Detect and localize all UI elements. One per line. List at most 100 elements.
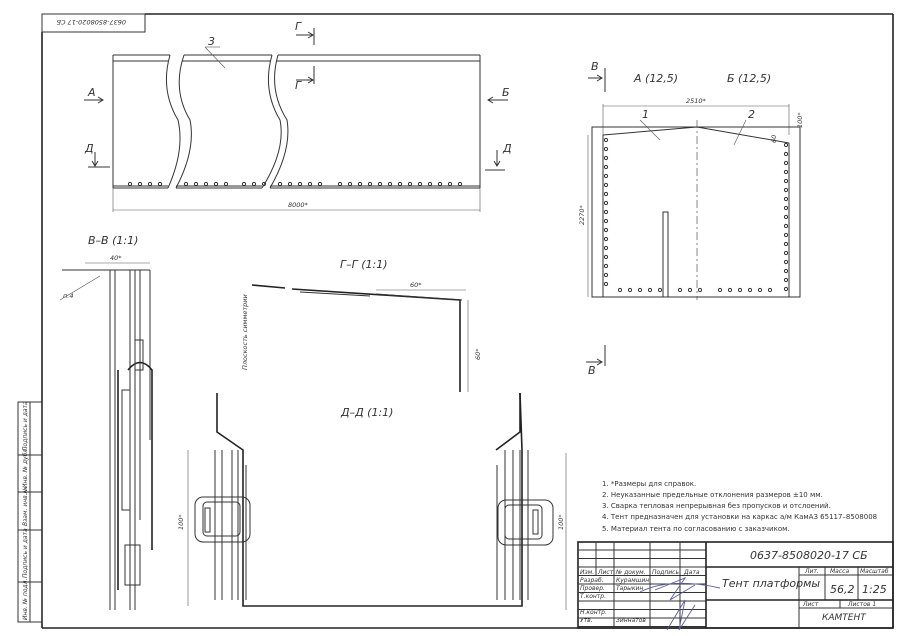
grommet [603,173,609,179]
grommet [717,287,723,293]
grommet [737,287,743,293]
grommet [277,181,283,187]
grommet [687,287,693,293]
mass-value: 56,2 [830,583,855,596]
grommet [447,181,453,187]
section-g-g: Г–Г (1:1) 60* 60* Плоскость симметрии [241,258,482,392]
top-stamp: 0637-8508020-17 СБ [41,13,146,33]
arrow-v-label: В [591,60,599,73]
grommet [603,245,609,251]
section-vv-title: В–В (1:1) [88,234,138,247]
grommet [603,182,609,188]
tb-role: Провер. [580,585,605,592]
lit-label: Лит. [804,568,819,575]
tb-person: Зиннатов [616,617,646,624]
scale-value: 1:25 [862,583,887,596]
dim-height: 2270* [578,204,586,225]
tb-person: Курамшин [616,577,649,584]
grommet [241,181,247,187]
tb-person: Тарыкин [616,585,643,592]
grommet [727,287,733,293]
product-name: Тент платформы [722,577,820,590]
view-b-title: Б (12,5) [727,72,771,85]
grommet [783,268,789,274]
grommet [603,227,609,233]
grommet [603,191,609,197]
strip-label: Инв. № дубл. [22,447,29,488]
grommet [427,181,433,187]
sheet-label: Лист [802,601,819,608]
grommet [603,218,609,224]
grommet [407,181,413,187]
grommet [127,181,133,187]
grommet [677,287,683,293]
dim-60-v: 60* [474,348,482,360]
grommet [627,287,633,293]
callout-1: 1 [642,108,649,121]
grommet [193,181,199,187]
section-v-v: В–В (1:1) 40* п.4 [59,234,153,610]
note-ref: п.4 [63,292,73,300]
grommet [783,214,789,220]
scale-label: Масштаб [860,568,889,575]
tb-header: Изм. [580,569,594,576]
arrow-g-label: Г [295,20,302,33]
dim-100-right: 100* [557,514,565,530]
section-dd-title: Д–Д (1:1) [340,406,393,419]
side-strip: Инв. № подл. Подпись и дата Взам. инв.№ … [17,401,43,623]
grommet [757,287,763,293]
grommet [457,181,463,187]
grommet [637,287,643,293]
grommet [251,181,257,187]
arrow-v-label: В [588,364,596,377]
grommet [783,187,789,193]
tb-header: Подпись [652,569,679,576]
dim-40: 40* [110,254,122,262]
tb-header: Дата [683,569,700,576]
grommet [437,181,443,187]
grommet [157,181,163,187]
grommet [783,241,789,247]
grommet [261,181,267,187]
main-view: 8000* 3 А Б Г Г Д Д [84,20,512,212]
tb-role: Утв. [580,617,593,624]
tb-role: Разраб. [580,577,604,584]
dim-length: 8000* [288,201,309,209]
designation: 0637-8508020-17 СБ [750,549,868,562]
grommet-row [127,181,463,187]
title-block: 0637-8508020-17 СБ Тент платформы Лит. М… [577,541,894,631]
grommet [783,259,789,265]
grommet [783,277,789,283]
grommet [783,178,789,184]
grommet [603,146,609,152]
grommet [603,272,609,278]
dim-width: 2510* [686,97,707,105]
grommet [767,287,773,293]
strip-label: Подпись и дата [22,401,29,451]
grommet [367,181,373,187]
grommet [377,181,383,187]
technical-notes: 1. *Размеры для справок. 2. Неуказанные … [602,480,877,533]
sheets-label: Листов 1 [847,601,876,608]
grommet [647,287,653,293]
tb-header: Лист [597,569,614,576]
tb-role: Н.контр. [580,609,607,616]
grommet [183,181,189,187]
grommet [137,181,143,187]
grommet [603,209,609,215]
arrow-d-label: Д [84,142,94,155]
grommet [783,169,789,175]
grommet [783,223,789,229]
arrow-b-label: Б [502,86,510,99]
section-gg-title: Г–Г (1:1) [340,258,388,271]
strip-label: Подпись и дата [22,528,29,578]
tb-header: № докум. [615,569,646,576]
note-line: 2. Неуказанные предельные отклонения раз… [602,491,823,499]
grommet [603,137,609,143]
section-d-d: Д–Д (1:1) 100* 100* [177,392,567,610]
dim-100-left: 100* [177,514,185,530]
grommet [337,181,343,187]
grommet [357,181,363,187]
arrow-a-label: А [87,86,96,99]
